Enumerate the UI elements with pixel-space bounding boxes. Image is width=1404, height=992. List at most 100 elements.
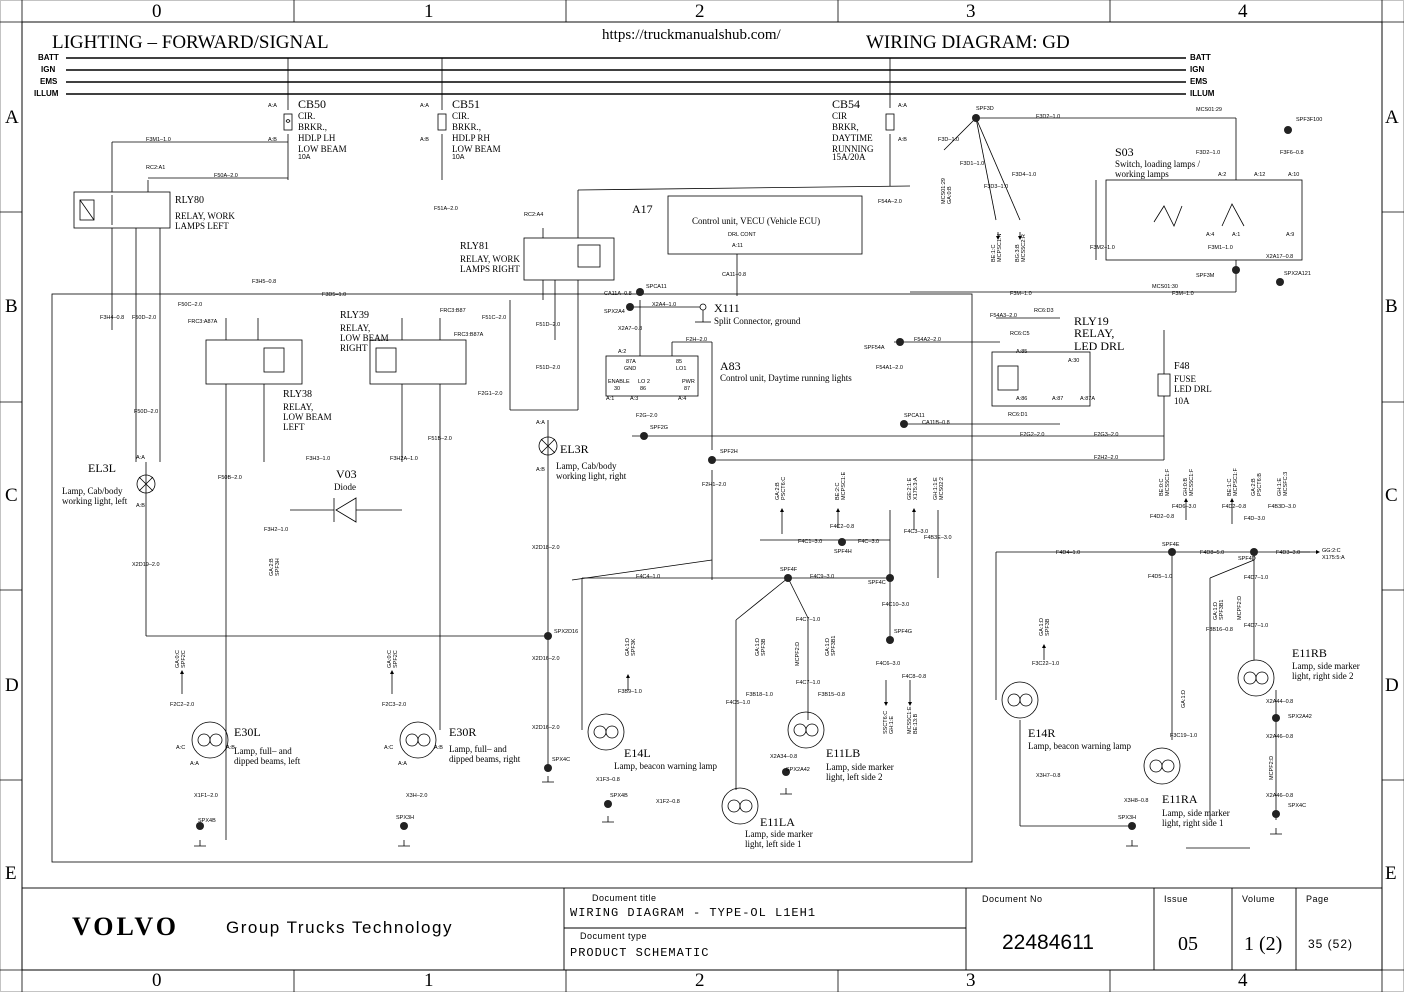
connector-label: A:2 <box>1218 172 1227 178</box>
connector-label: A:11 <box>732 243 743 249</box>
connector-label: A:1 <box>1232 232 1241 238</box>
source-url[interactable]: https://truckmanualshub.com/ <box>602 27 781 43</box>
wire-label: F4C6–3.0 <box>876 661 901 667</box>
rly39-id: RLY39 <box>340 310 369 321</box>
diagram-title: LIGHTING – FORWARD/SIGNAL <box>52 32 329 53</box>
wire-label: X2A34–0.8 <box>770 754 798 760</box>
splice-label: SPX2A121 <box>1284 271 1311 277</box>
rail-ems-right: EMS <box>1190 77 1208 86</box>
wire-label: F3B9–1.0 <box>618 689 642 695</box>
wire-label: F51C–2.0 <box>482 315 507 321</box>
doc-type-label: Document type <box>580 931 648 941</box>
rail-illum-right: ILLUM <box>1190 89 1215 98</box>
wire-label: F54A–2.0 <box>878 199 902 205</box>
cb51-id: CB51 <box>452 97 481 111</box>
v03-id: V03 <box>336 467 357 481</box>
destination-label: SPF3B <box>1045 618 1051 636</box>
wire-label: F4D8–5.0 <box>1200 550 1225 556</box>
connector-label: A:C <box>176 745 186 751</box>
wire-label: F4C5–1.0 <box>726 700 751 706</box>
wire-label: F3D5–1.0 <box>322 292 347 298</box>
connector-label: FRC3:A87A <box>188 319 218 325</box>
rly81-id: RLY81 <box>460 241 489 252</box>
e30r-id: E30R <box>449 725 477 739</box>
destination-label: SPF3B1 <box>831 635 837 656</box>
a83-pin-enable: ENABLE <box>608 379 630 385</box>
wire-label: F51A–2.0 <box>434 206 458 212</box>
a83-pin-85: 85 <box>676 359 683 365</box>
volvo-logo: VOLVO <box>72 912 179 941</box>
splice-label: SPX2A4 <box>604 309 625 315</box>
grid-col-1-top: 1 <box>424 1 434 22</box>
wire-label: F3M1–1.0 <box>1208 245 1233 251</box>
connector-label: A:A <box>536 420 545 426</box>
wire-label: F3M–1.0 <box>1010 291 1032 297</box>
connector-label: FRC3:B87 <box>440 308 466 314</box>
connector-label: A:A <box>136 455 145 461</box>
wire-label: F3D2–1.0 <box>1196 150 1221 156</box>
splice-label: SPF2H <box>720 449 738 455</box>
rail-batt-right: BATT <box>1190 53 1211 62</box>
destination-label: SPF3B1 <box>1219 599 1225 620</box>
wire-label: F4D5–1.0 <box>1148 574 1173 580</box>
wire-label: F3C19–1.0 <box>1170 733 1198 739</box>
rail-ign-left: IGN <box>41 65 56 74</box>
wire-label: F4D2–0.8 <box>1150 514 1175 520</box>
connector-label: FRC3:B87A <box>454 332 484 338</box>
rail-ems-left: EMS <box>40 77 58 86</box>
destination-label: PSCT6:C <box>781 476 787 500</box>
wire-label: X3H–2.0 <box>406 793 428 799</box>
destination-label: MCPSC1:N <box>997 233 1003 262</box>
splice-label: SPF3F100 <box>1296 117 1323 123</box>
wire-label: X3H7–0.8 <box>1036 773 1061 779</box>
connector-label: A:12 <box>1254 172 1266 178</box>
issue-label: Issue <box>1164 894 1189 904</box>
cb54-id: CB54 <box>832 97 861 111</box>
destination-label: BE:13:B <box>913 713 919 734</box>
wire-label: F2G1–2.0 <box>478 391 503 397</box>
a83-pin-lo2: LO 2 <box>638 379 650 385</box>
a83-pin-87a: 87A <box>626 359 636 365</box>
connector-label: A:4 <box>1206 232 1215 238</box>
splice-label: SPX2A42 <box>1288 714 1312 720</box>
rly19-desc: RELAY,LED DRL <box>1074 326 1125 353</box>
wire-label: X1F2–0.8 <box>656 799 680 805</box>
wire-label: X2A4–1.0 <box>652 302 677 308</box>
destination-label: MCPF2:D <box>1269 755 1275 780</box>
wire-label: F50B–2.0 <box>218 475 242 481</box>
splice-label: SPF4C <box>868 580 886 586</box>
wire-label: F50D–2.0 <box>134 409 159 415</box>
wire-label: F4C9–3.0 <box>810 574 835 580</box>
wire-label: F3B15–0.8 <box>818 692 845 698</box>
wire-label: F4C–3.0 <box>858 539 880 545</box>
e11rb-id: E11RB <box>1292 646 1327 660</box>
cb51-rating: 10A <box>452 154 465 161</box>
destination-label: MCS02:2 <box>939 477 945 500</box>
splice-label: SPF4H <box>834 549 852 555</box>
a83-pin-lo1: LO1 <box>676 366 687 372</box>
wire-label: F4D4–1.0 <box>1056 550 1081 556</box>
wire-label: F4D6–3.0 <box>1172 504 1197 510</box>
volume-label: Volume <box>1242 894 1276 904</box>
connector-label: A:A <box>190 761 199 767</box>
e11la-id: E11LA <box>760 815 795 829</box>
ground-symbols <box>194 776 1282 847</box>
grid-col-2-top: 2 <box>695 1 705 22</box>
wire-label: F2H2–2.0 <box>1094 455 1119 461</box>
x111-desc: Split Connector, ground <box>714 316 801 326</box>
splice-label: SPF54A <box>864 345 885 351</box>
x111-id: X111 <box>714 301 740 315</box>
grid-row-b-right: B <box>1385 296 1398 317</box>
wire-label: F3H4–0.8 <box>100 315 125 321</box>
wire-label: F4D7–1.0 <box>1244 575 1269 581</box>
a83-pin-87: 87 <box>684 386 691 392</box>
wire-label: F3B18–1.0 <box>746 692 773 698</box>
destination-label: GH:1:E <box>889 715 895 734</box>
a17-desc: Control unit, VECU (Vehicle ECU) <box>692 216 821 226</box>
rail-illum-left: ILLUM <box>34 89 59 98</box>
